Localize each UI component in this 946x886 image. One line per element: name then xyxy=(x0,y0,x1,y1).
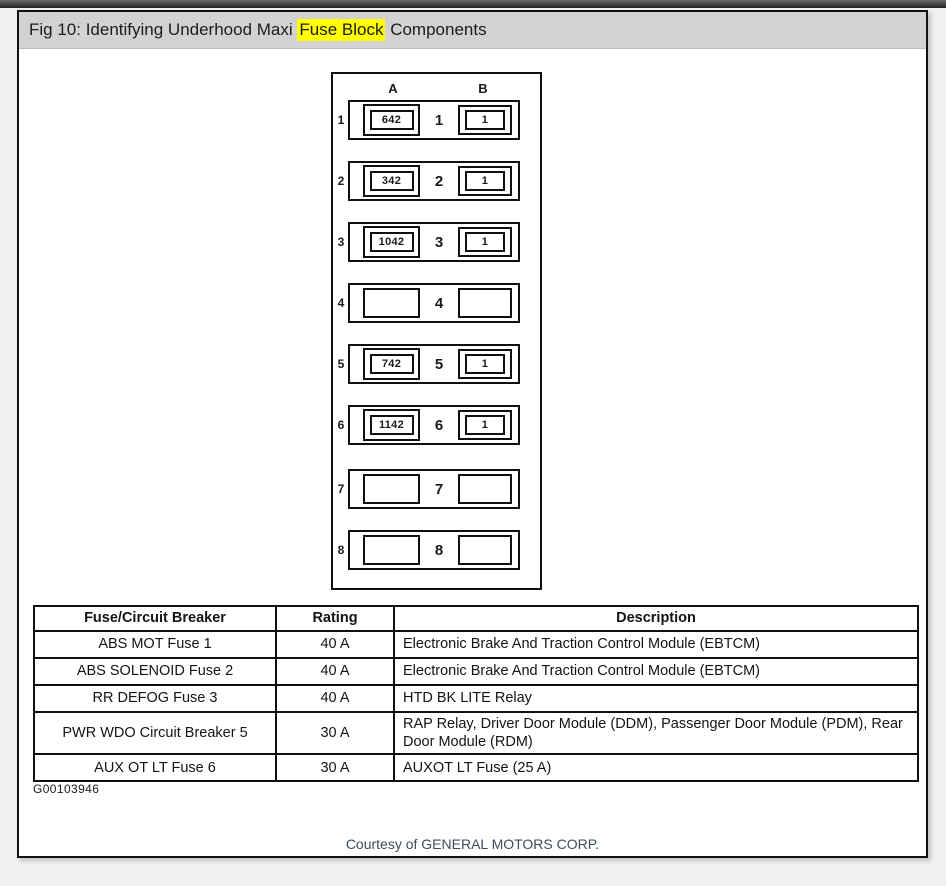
table-row: ABS MOT Fuse 1 40 A Electronic Brake And… xyxy=(33,630,919,659)
cell-rating: 40 A xyxy=(275,684,395,713)
figure-title-prefix: Fig 10: Identifying Underhood Maxi xyxy=(29,20,298,39)
fuse-row-number: 4 xyxy=(337,296,345,310)
fuse-row-number: 7 xyxy=(337,482,345,496)
search-highlight: Fuse Block xyxy=(297,19,386,41)
cell-rating: 30 A xyxy=(275,710,395,756)
fuse-a-label: 1142 xyxy=(369,415,414,435)
cell-rating: 30 A xyxy=(275,753,395,783)
fuse-b-label: 1 xyxy=(465,110,505,130)
cell-fuse: AUX OT LT Fuse 6 xyxy=(33,753,277,783)
table-row: ABS SOLENOID Fuse 2 40 A Electronic Brak… xyxy=(33,657,919,686)
cell-fuse: ABS MOT Fuse 1 xyxy=(33,630,277,659)
fuse-module: 1142 6 1 xyxy=(348,405,520,445)
col-header-rating: Rating xyxy=(275,605,395,632)
fuse-a-box: 1042 xyxy=(363,226,420,258)
fuse-row: 1 642 1 1 xyxy=(338,100,520,140)
fuse-row-number: 3 xyxy=(337,235,345,249)
fuse-a-box xyxy=(363,474,420,504)
fuse-a-box xyxy=(363,535,420,565)
fuse-b-label: 1 xyxy=(465,171,505,191)
fuse-row: 7 7 xyxy=(338,469,520,509)
fuse-b-box xyxy=(458,288,512,318)
fuse-a-label: 1042 xyxy=(369,232,414,252)
fuse-a-box: 742 xyxy=(363,348,420,380)
fuse-b-box xyxy=(458,474,512,504)
fuse-module: 342 2 1 xyxy=(348,161,520,201)
fuse-b-label: 1 xyxy=(465,354,505,374)
fuse-b-box: 1 xyxy=(458,227,512,257)
figure-id: G00103946 xyxy=(33,782,100,796)
fuse-b-box: 1 xyxy=(458,166,512,196)
fuse-b-box: 1 xyxy=(458,410,512,440)
fuse-module: 7 xyxy=(348,469,520,509)
fuse-a-box: 642 xyxy=(363,104,420,136)
fuse-position-number: 2 xyxy=(434,172,444,190)
fuse-b-label: 1 xyxy=(465,415,505,435)
cell-description: AUXOT LT Fuse (25 A) xyxy=(393,753,919,783)
fuse-table: Fuse/Circuit Breaker Rating Description … xyxy=(33,605,919,783)
fuse-position-number: 8 xyxy=(434,541,444,559)
fuse-a-label: 342 xyxy=(369,171,414,191)
fuse-a-box: 342 xyxy=(363,165,420,197)
table-header-row: Fuse/Circuit Breaker Rating Description xyxy=(33,605,919,632)
fuse-row-number: 1 xyxy=(337,113,345,127)
fuse-row: 6 1142 6 1 xyxy=(338,405,520,445)
courtesy-note: Courtesy of GENERAL MOTORS CORP. xyxy=(345,836,600,852)
fuse-row: 3 1042 3 1 xyxy=(338,222,520,262)
cell-description: Electronic Brake And Traction Control Mo… xyxy=(393,657,919,686)
cell-fuse: PWR WDO Circuit Breaker 5 xyxy=(33,710,277,756)
fuse-a-label: 742 xyxy=(369,354,414,374)
fuse-b-box: 1 xyxy=(458,349,512,379)
figure-panel: Fig 10: Identifying Underhood Maxi Fuse … xyxy=(17,10,928,858)
fuse-module: 4 xyxy=(348,283,520,323)
fuse-module: 642 1 1 xyxy=(348,100,520,140)
fuse-module: 1042 3 1 xyxy=(348,222,520,262)
fuse-position-number: 7 xyxy=(434,480,444,498)
cell-description: Electronic Brake And Traction Control Mo… xyxy=(393,630,919,659)
fuse-b-box xyxy=(458,535,512,565)
fuse-block-diagram: A B 1 642 1 1 2 342 2 1 3 1042 3 1 xyxy=(331,72,542,590)
column-label-b: B xyxy=(478,81,488,96)
cell-rating: 40 A xyxy=(275,657,395,686)
fuse-a-box: 1142 xyxy=(363,409,420,441)
window-top-edge xyxy=(0,0,946,8)
cell-description: RAP Relay, Driver Door Module (DDM), Pas… xyxy=(393,710,919,756)
fuse-module: 8 xyxy=(348,530,520,570)
fuse-a-label: 642 xyxy=(369,110,414,130)
fuse-row-number: 8 xyxy=(337,543,345,557)
col-header-description: Description xyxy=(393,605,919,632)
fuse-position-number: 1 xyxy=(434,111,444,129)
fuse-module: 742 5 1 xyxy=(348,344,520,384)
fuse-row: 5 742 5 1 xyxy=(338,344,520,384)
fuse-b-label: 1 xyxy=(465,232,505,252)
col-header-fuse: Fuse/Circuit Breaker xyxy=(33,605,277,632)
fuse-row: 4 4 xyxy=(338,283,520,323)
fuse-position-number: 3 xyxy=(434,233,444,251)
fuse-row-number: 2 xyxy=(337,174,345,188)
fuse-b-box: 1 xyxy=(458,105,512,135)
fuse-a-box xyxy=(363,288,420,318)
cell-description: HTD BK LITE Relay xyxy=(393,684,919,713)
fuse-row: 2 342 2 1 xyxy=(338,161,520,201)
fuse-row: 8 8 xyxy=(338,530,520,570)
fuse-position-number: 4 xyxy=(434,294,444,312)
table-row: AUX OT LT Fuse 6 30 A AUXOT LT Fuse (25 … xyxy=(33,753,919,783)
cell-fuse: RR DEFOG Fuse 3 xyxy=(33,684,277,713)
table-row: RR DEFOG Fuse 3 40 A HTD BK LITE Relay xyxy=(33,684,919,713)
table-row: PWR WDO Circuit Breaker 5 30 A RAP Relay… xyxy=(33,710,919,756)
figure-title-bar: Fig 10: Identifying Underhood Maxi Fuse … xyxy=(19,12,926,49)
column-label-a: A xyxy=(388,81,398,96)
fuse-position-number: 6 xyxy=(434,416,444,434)
fuse-row-number: 6 xyxy=(337,418,345,432)
cell-rating: 40 A xyxy=(275,630,395,659)
figure-title-suffix: Components xyxy=(385,20,487,39)
fuse-position-number: 5 xyxy=(434,355,444,373)
fuse-row-number: 5 xyxy=(337,357,345,371)
cell-fuse: ABS SOLENOID Fuse 2 xyxy=(33,657,277,686)
